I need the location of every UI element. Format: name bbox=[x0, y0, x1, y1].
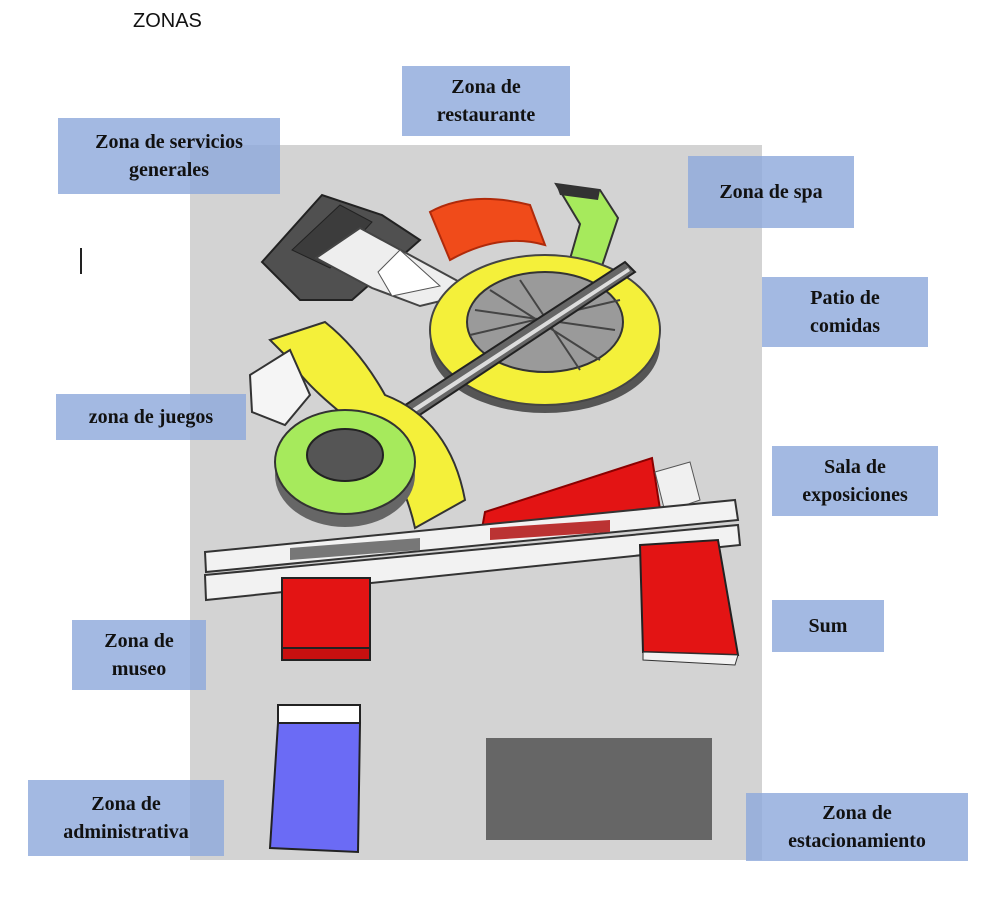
administration-block bbox=[268, 704, 362, 854]
parking-area bbox=[486, 738, 712, 840]
zone-label-servicios-generales: Zona de servicios generales bbox=[58, 118, 280, 194]
games-ring bbox=[274, 409, 416, 527]
text-cursor bbox=[80, 248, 82, 274]
zone-label-juegos: zona de juegos bbox=[56, 394, 246, 440]
zone-label-restaurante: Zona de restaurante bbox=[402, 66, 570, 136]
zone-label-museo: Zona de museo bbox=[72, 620, 206, 690]
zone-label-estacionamiento: Zona de estacionamiento bbox=[746, 793, 968, 861]
zone-label-administrativa: Zona de administrativa bbox=[28, 780, 224, 856]
museum-block bbox=[281, 577, 371, 661]
restaurant-block bbox=[428, 197, 547, 262]
zone-label-spa: Zona de spa bbox=[688, 156, 854, 228]
zone-label-exposiciones: Sala de exposiciones bbox=[772, 446, 938, 516]
zone-label-patio-de-comidas: Patio de comidas bbox=[762, 277, 928, 347]
sum-block bbox=[638, 538, 740, 666]
page-title: ZONAS bbox=[133, 10, 202, 32]
zone-label-sum: Sum bbox=[772, 600, 884, 652]
